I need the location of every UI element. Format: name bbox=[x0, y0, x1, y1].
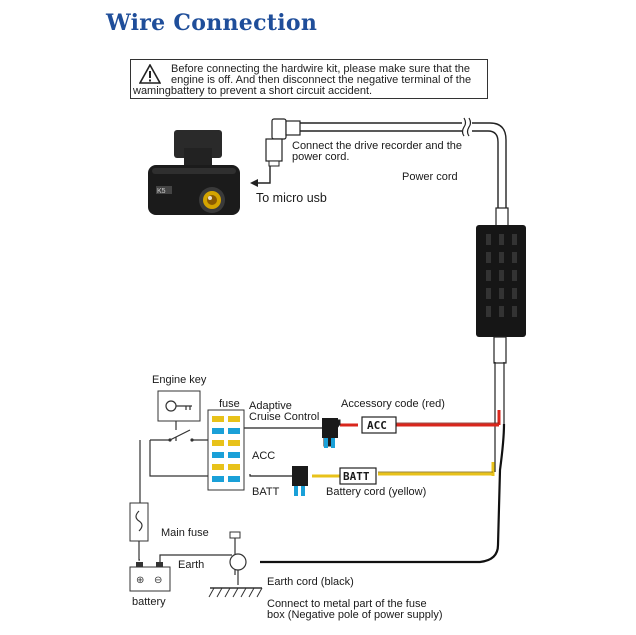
output-wires bbox=[260, 362, 506, 564]
earth-cord-label: Earth cord (black) bbox=[267, 576, 354, 588]
battery-cord-label: Battery cord (yellow) bbox=[326, 486, 427, 498]
connect-metal-line-1: Connect to metal part of the fuse bbox=[267, 598, 427, 610]
earth-bolt bbox=[208, 531, 263, 598]
micro-usb-arrow bbox=[250, 165, 271, 187]
power-cord bbox=[300, 117, 509, 227]
battery-label: battery bbox=[132, 596, 166, 608]
page-title: Wire Connection bbox=[106, 10, 318, 36]
engine-key bbox=[139, 390, 208, 505]
adaptive-label-2: Cruise Control bbox=[249, 411, 320, 423]
batt-tag: BATT bbox=[343, 470, 370, 483]
adaptive-label-1: Adaptive bbox=[249, 400, 292, 412]
dash-camera bbox=[148, 130, 240, 215]
main-fuse bbox=[129, 502, 149, 561]
warning-line-3: wamingbattery to prevent a short circuit… bbox=[133, 85, 373, 97]
batt-wire bbox=[249, 466, 493, 496]
to-micro-usb-label: To micro usb bbox=[256, 191, 327, 205]
fuse-label: fuse bbox=[219, 398, 240, 410]
camera-badge: K5 bbox=[157, 188, 166, 195]
fuse-box bbox=[207, 409, 245, 491]
svg-text:⊕: ⊕ bbox=[136, 575, 144, 586]
usb-plug bbox=[265, 118, 301, 167]
warning-line-1: Before connecting the hardwire kit, plea… bbox=[171, 63, 471, 75]
connect-recorder-line-1: Connect the drive recorder and the bbox=[292, 140, 462, 152]
main-fuse-label: Main fuse bbox=[161, 527, 209, 539]
svg-text:⊖: ⊖ bbox=[154, 575, 162, 586]
acc-tag: ACC bbox=[367, 419, 387, 432]
earth-label: Earth bbox=[178, 559, 205, 571]
connect-recorder-line-2: power cord. bbox=[292, 151, 350, 163]
acc-label: ACC bbox=[252, 450, 276, 462]
connect-metal-line-2: box (Negative pole of power supply) bbox=[267, 609, 443, 621]
accessory-code-label: Accessory code (red) bbox=[341, 398, 445, 410]
engine-key-label: Engine key bbox=[152, 374, 207, 386]
acc-wire bbox=[210, 416, 499, 448]
power-cord-label: Power cord bbox=[402, 171, 458, 183]
power-box bbox=[476, 225, 526, 364]
warning-triangle-icon bbox=[139, 64, 161, 84]
batt-label: BATT bbox=[252, 486, 280, 498]
warning-box: Before connecting the hardwire kit, plea… bbox=[130, 59, 488, 99]
battery: ⊕ ⊖ bbox=[129, 554, 232, 592]
warning-line-2: engine is off. And then disconnect the n… bbox=[171, 74, 472, 86]
